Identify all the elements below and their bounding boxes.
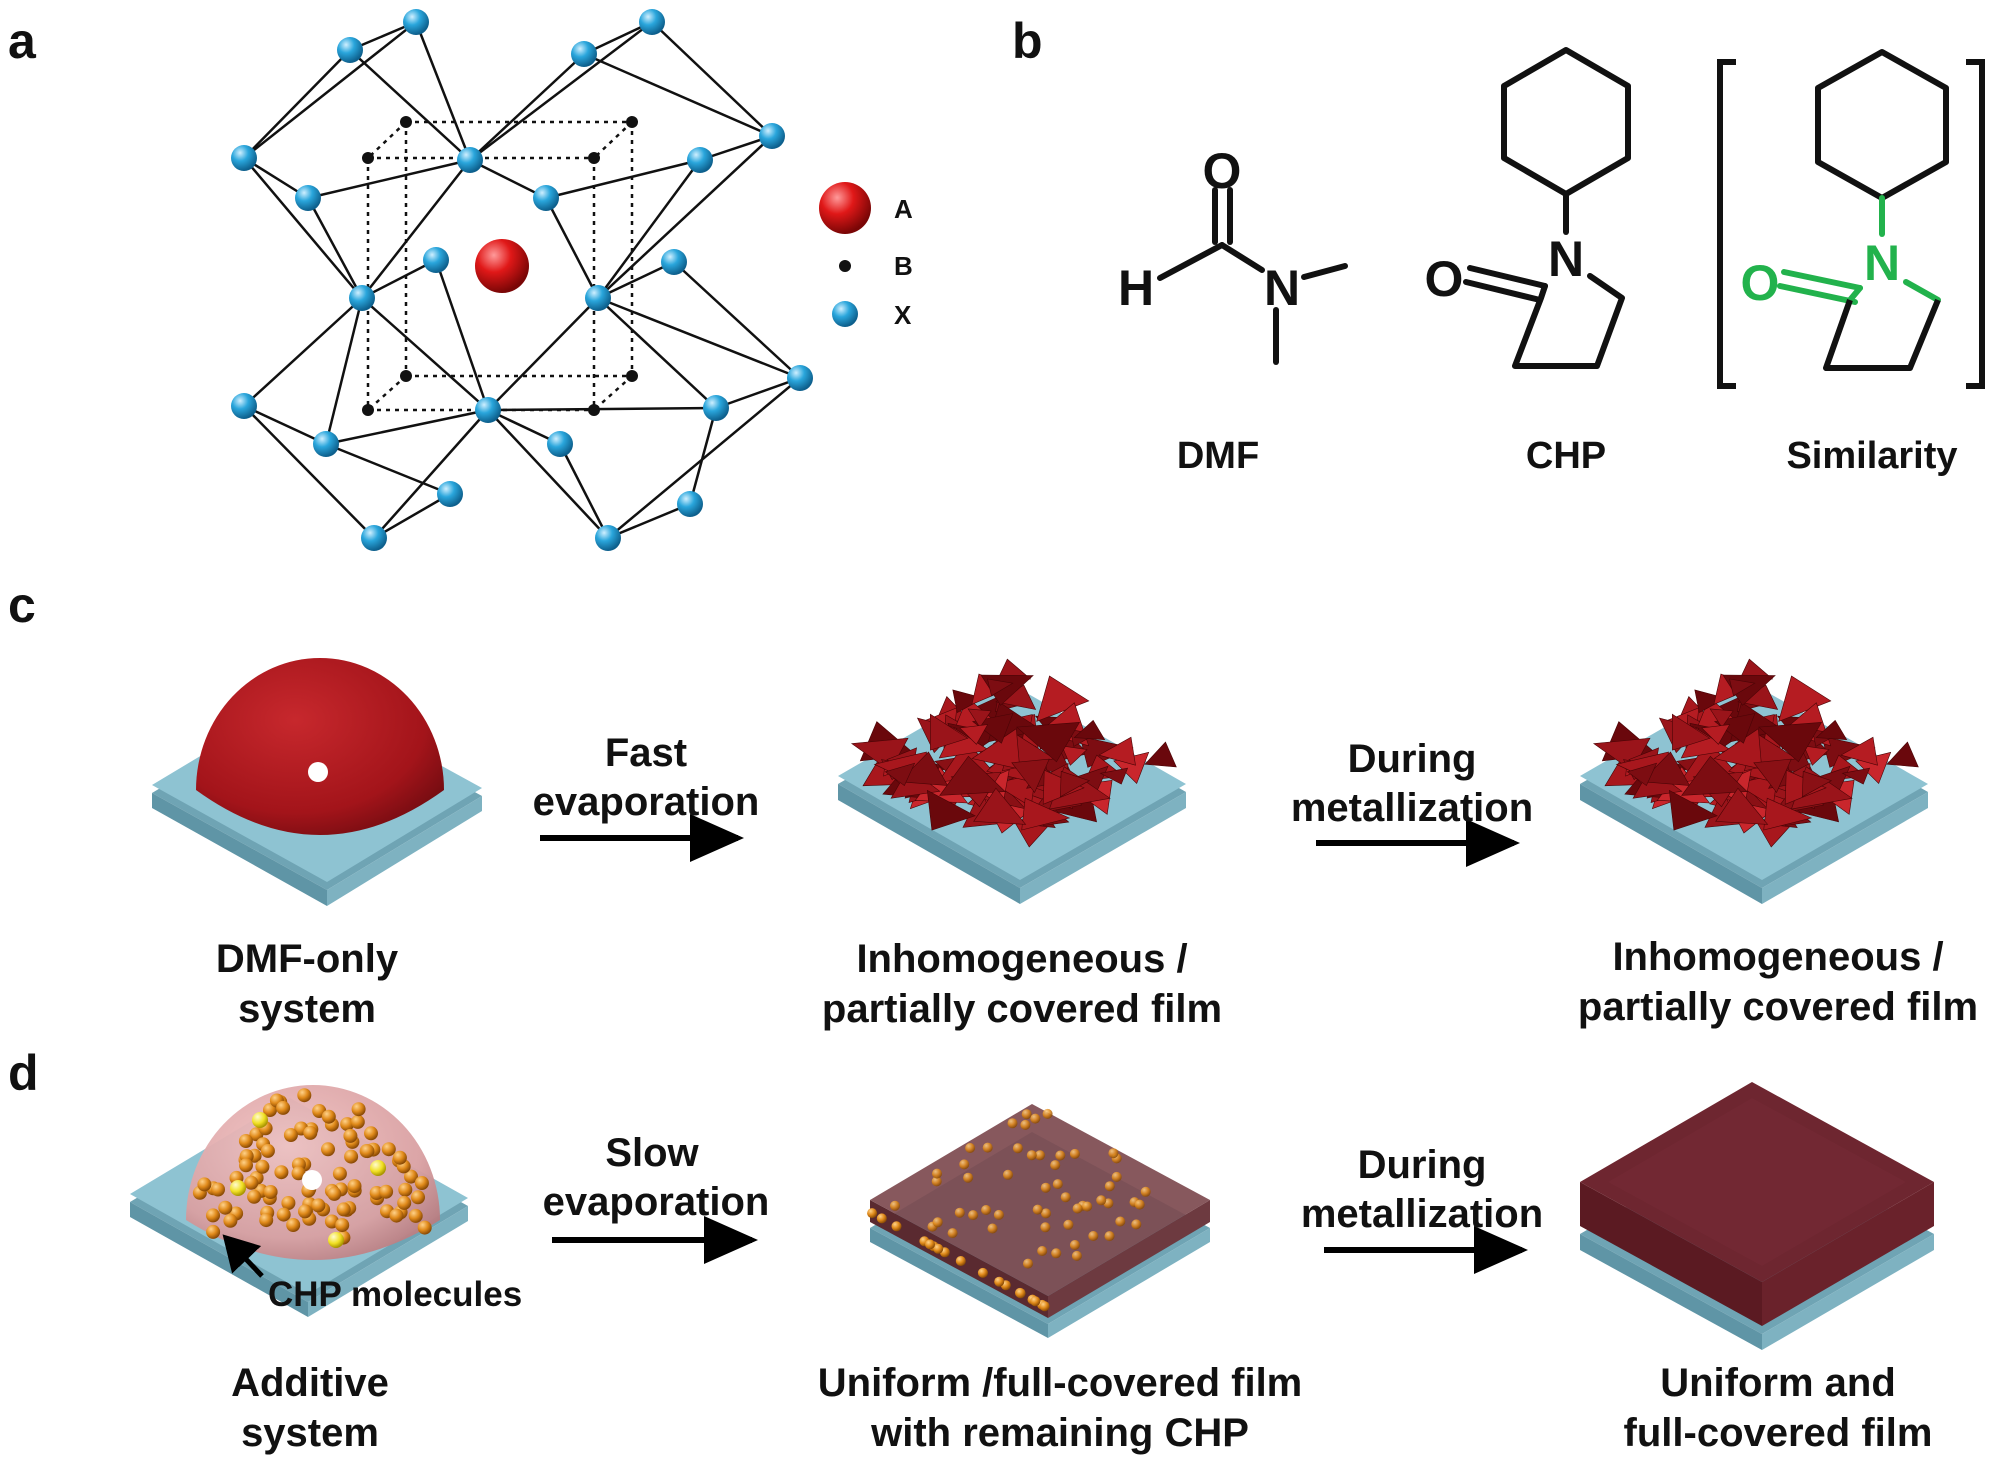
metallization-label-c-1: During [1348,737,1477,781]
dmf-label: DMF [1177,435,1259,477]
similarity-nitrogen: N [1864,235,1900,291]
chp-callout-arrow [222,1234,264,1278]
similarity-label: Similarity [1786,435,1957,477]
panel-letter-b: b [1012,13,1043,69]
similarity-bracket-right [1966,59,1985,389]
similarity-pyrrolidone-green [1777,195,1941,305]
uniform-film-final [1580,1082,1934,1350]
caption-c3-line2: partially covered film [1578,985,1978,1029]
metallization-label-d-2: metallization [1301,1192,1543,1236]
similarity-bracket-left [1717,59,1736,389]
chp-structure [1463,47,1631,369]
similarity-oxygen: O [1741,255,1780,311]
panel-b: b O H N DMF N O CHP [1012,13,1985,477]
fast-evaporation-label-1: Fast [605,731,687,775]
caption-c1-line1: DMF-only [216,937,399,981]
additive-droplet-illustration [130,1085,468,1317]
slow-evaporation-label-2: evaporation [543,1180,770,1224]
chp-label: CHP [1526,435,1606,477]
chp-nitrogen: N [1548,231,1584,287]
chp-oxygen: O [1425,251,1464,307]
similarity-ring-base-black [1823,298,1941,371]
dmf-droplet-illustration [152,658,482,906]
lattice-legend: A B X [819,182,913,330]
metallization-label-c-2: metallization [1291,786,1533,830]
legend-a-icon [819,182,871,234]
caption-d3-line1: Uniform and [1660,1361,1896,1405]
chp-molecules-label: CHP molecules [268,1275,522,1314]
panel-d: d CHP molecules [8,1045,1934,1455]
metallization-label-d-1: During [1358,1143,1487,1187]
legend-b-icon [839,260,851,272]
dmf-hydrogen: H [1118,260,1154,316]
caption-c2-line2: partially covered film [822,987,1222,1031]
caption-d2-line2: with remaining CHP [870,1411,1249,1455]
legend-label-x: X [894,300,912,330]
caption-c1-line2: system [238,987,376,1031]
dmf-oxygen: O [1203,143,1242,199]
dmf-structure [1157,187,1348,365]
remaining-chp-particles [867,1108,1151,1312]
caption-c2-line1: Inhomogeneous / [856,937,1187,981]
caption-c3-line1: Inhomogeneous / [1612,935,1943,979]
slow-evaporation-label-1: Slow [605,1131,699,1175]
panel-letter-a: a [8,13,37,69]
caption-d2-line1: Uniform /full-covered film [818,1361,1303,1405]
uniform-film-with-chp [867,1104,1210,1338]
dmf-nitrogen: N [1264,260,1300,316]
inhomogeneous-film-1 [838,658,1186,904]
legend-label-a: A [894,194,913,224]
legend-x-icon [832,301,858,327]
caption-d1-line2: system [241,1411,379,1455]
caption-d3-line2: full-covered film [1624,1411,1933,1455]
perovskite-lattice [231,9,813,551]
panel-letter-d: d [8,1045,39,1101]
fast-evaporation-label-2: evaporation [533,780,760,824]
panel-a: a A B X [8,9,913,551]
similarity-ring-black [1815,49,1949,201]
caption-d1-line1: Additive [231,1361,389,1405]
inhomogeneous-film-2 [1580,658,1928,904]
panel-letter-c: c [8,577,36,633]
legend-label-b: B [894,251,913,281]
panel-c: c Fast evaporation During metallization … [8,577,1978,1031]
